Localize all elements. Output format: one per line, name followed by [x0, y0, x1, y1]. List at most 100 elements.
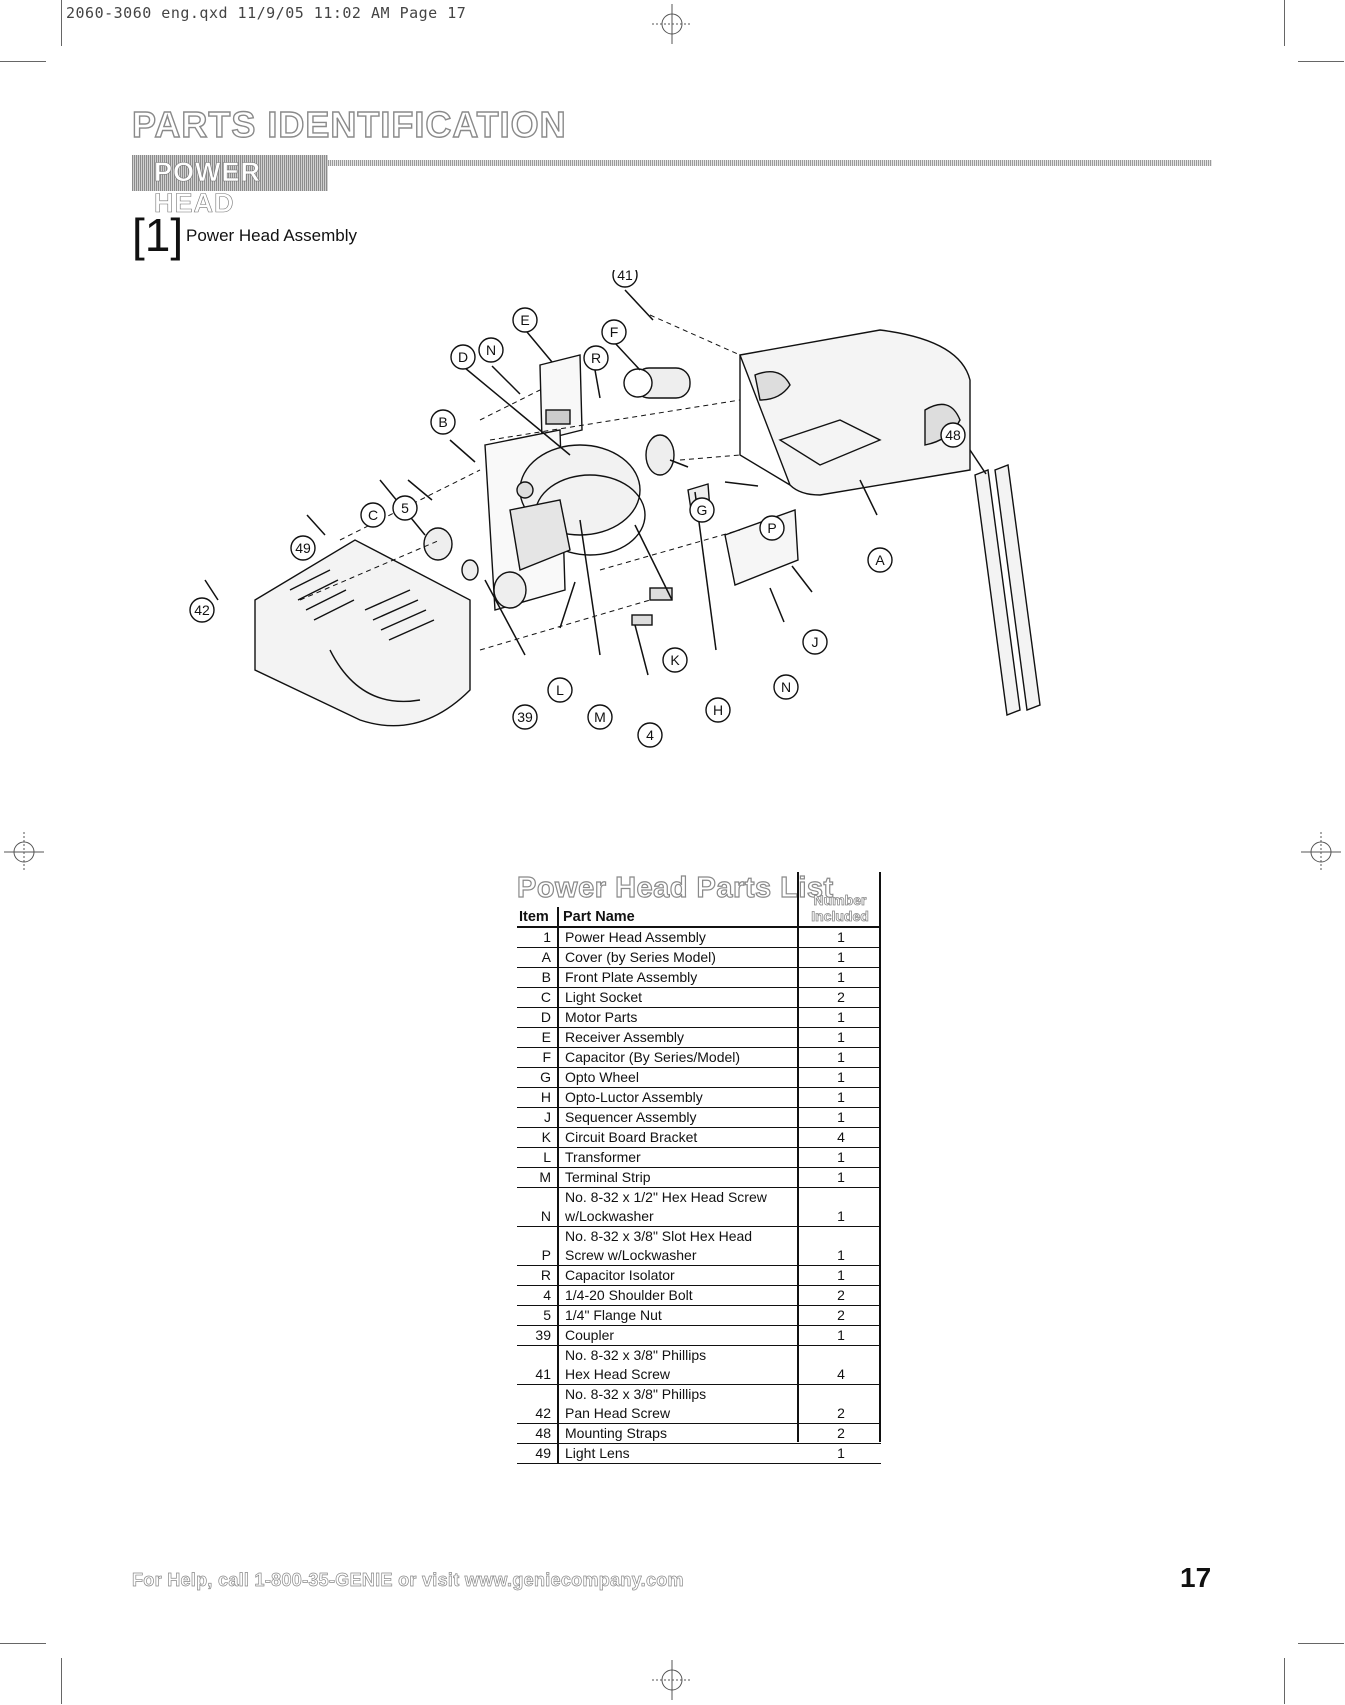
row-item: J	[517, 1107, 559, 1128]
row-item: 1	[517, 927, 559, 948]
row-part-name: Light Lens	[558, 1443, 801, 1464]
row-part-name: Sequencer Assembly	[558, 1107, 801, 1128]
row-part-name-line1: Capacitor Isolator	[565, 1267, 675, 1283]
figure-caption: Power Head Assembly	[186, 226, 358, 245]
row-number-included: 1	[801, 1226, 881, 1266]
row-number-included: 1	[801, 1067, 881, 1088]
callout-P: P	[767, 520, 776, 536]
callout-G: G	[697, 502, 708, 518]
row-part-name-line1: No. 8-32 x 3/8" Phillips	[565, 1386, 707, 1402]
section-tab-label: POWER HEAD	[154, 157, 262, 219]
column-header-part-name: Part Name	[558, 907, 801, 928]
column-header-number-spacer	[801, 907, 881, 928]
row-number-included: 1	[801, 1443, 881, 1464]
row-part-name-line1: No. 8-32 x 1/2" Hex Head Screw	[565, 1189, 767, 1205]
row-number-included: 1	[801, 1187, 881, 1227]
row-part-name-line1: Light Socket	[565, 989, 643, 1005]
row-number-included: 2	[801, 1384, 881, 1424]
registration-mark-icon	[1301, 832, 1341, 872]
row-part-name-line1: Cover (by Series Model)	[565, 949, 716, 965]
page-title: PARTS IDENTIFICATION	[131, 103, 567, 145]
row-part-name-line2: Screw w/Lockwasher	[565, 1247, 697, 1263]
callout-B: B	[438, 414, 447, 430]
crop-mark	[0, 61, 46, 62]
callout-N-2: N	[781, 679, 791, 695]
row-item: 48	[517, 1423, 559, 1444]
crop-mark	[61, 0, 62, 46]
row-part-name-line1: Transformer	[565, 1149, 641, 1165]
row-part-name: Opto Wheel	[558, 1067, 801, 1088]
row-part-name-line1: Sequencer Assembly	[565, 1109, 697, 1125]
callout-48: 48	[945, 427, 961, 443]
row-number-included: 4	[801, 1127, 881, 1148]
column-header-number-line1: Number	[813, 892, 867, 909]
crop-mark	[1284, 0, 1285, 46]
row-item: B	[517, 967, 559, 988]
row-part-name-line2: Hex Head Screw	[565, 1366, 671, 1382]
section-tab: POWER HEAD	[132, 155, 328, 218]
callout-labels: 41 E F D N R B 48 C 5 G P 49 A 42 K J L …	[189, 270, 966, 748]
row-part-name-line1: Coupler	[565, 1327, 615, 1343]
row-number-included: 2	[801, 1285, 881, 1306]
row-number-included: 1	[801, 1027, 881, 1048]
row-item: H	[517, 1087, 559, 1108]
row-part-name: Circuit Board Bracket	[558, 1127, 801, 1148]
callout-J: J	[812, 634, 819, 650]
row-item: F	[517, 1047, 559, 1068]
row-number-included: 4	[801, 1345, 881, 1385]
row-number-included: 1	[801, 1147, 881, 1168]
callout-C: C	[368, 507, 378, 523]
table-row: R Capacitor Isolator 1	[517, 1265, 881, 1286]
callout-F: F	[610, 324, 619, 340]
row-part-name-line1: 1/4" Flange Nut	[565, 1307, 662, 1323]
row-item: 41	[517, 1345, 559, 1385]
row-part-name: Receiver Assembly	[558, 1027, 801, 1048]
row-number-included: 1	[801, 1265, 881, 1286]
row-part-name-line1: Terminal Strip	[565, 1169, 651, 1185]
registration-mark-icon	[4, 832, 44, 872]
row-part-name-line1: Light Lens	[565, 1445, 630, 1461]
row-number-included: 1	[801, 1087, 881, 1108]
row-item: 4	[517, 1285, 559, 1306]
callout-D: D	[458, 349, 468, 365]
row-item: E	[517, 1027, 559, 1048]
row-number-included: 1	[801, 1007, 881, 1028]
row-part-name: Motor Parts	[558, 1007, 801, 1028]
row-number-included: 1	[801, 1167, 881, 1188]
crop-mark	[1298, 1643, 1344, 1644]
row-item: K	[517, 1127, 559, 1148]
row-part-name: Front Plate Assembly	[558, 967, 801, 988]
row-part-name-line1: Front Plate Assembly	[565, 969, 698, 985]
row-item: P	[517, 1226, 559, 1266]
row-part-name: Light Socket	[558, 987, 801, 1008]
callout-K: K	[670, 652, 680, 668]
row-part-name: 1/4" Flange Nut	[558, 1305, 801, 1326]
row-item: 49	[517, 1443, 559, 1464]
row-part-name-line1: Motor Parts	[565, 1009, 638, 1025]
row-part-name: Power Head Assembly	[558, 927, 801, 948]
callout-M: M	[594, 709, 606, 725]
row-part-name: Mounting Straps	[558, 1423, 801, 1444]
row-item: A	[517, 947, 559, 968]
row-part-name-line1: Receiver Assembly	[565, 1029, 685, 1045]
row-number-included: 1	[801, 1047, 881, 1068]
row-part-name-line1: Power Head Assembly	[565, 929, 706, 945]
crop-mark	[1284, 1658, 1285, 1704]
row-item: R	[517, 1265, 559, 1286]
row-number-included: 1	[801, 1325, 881, 1346]
